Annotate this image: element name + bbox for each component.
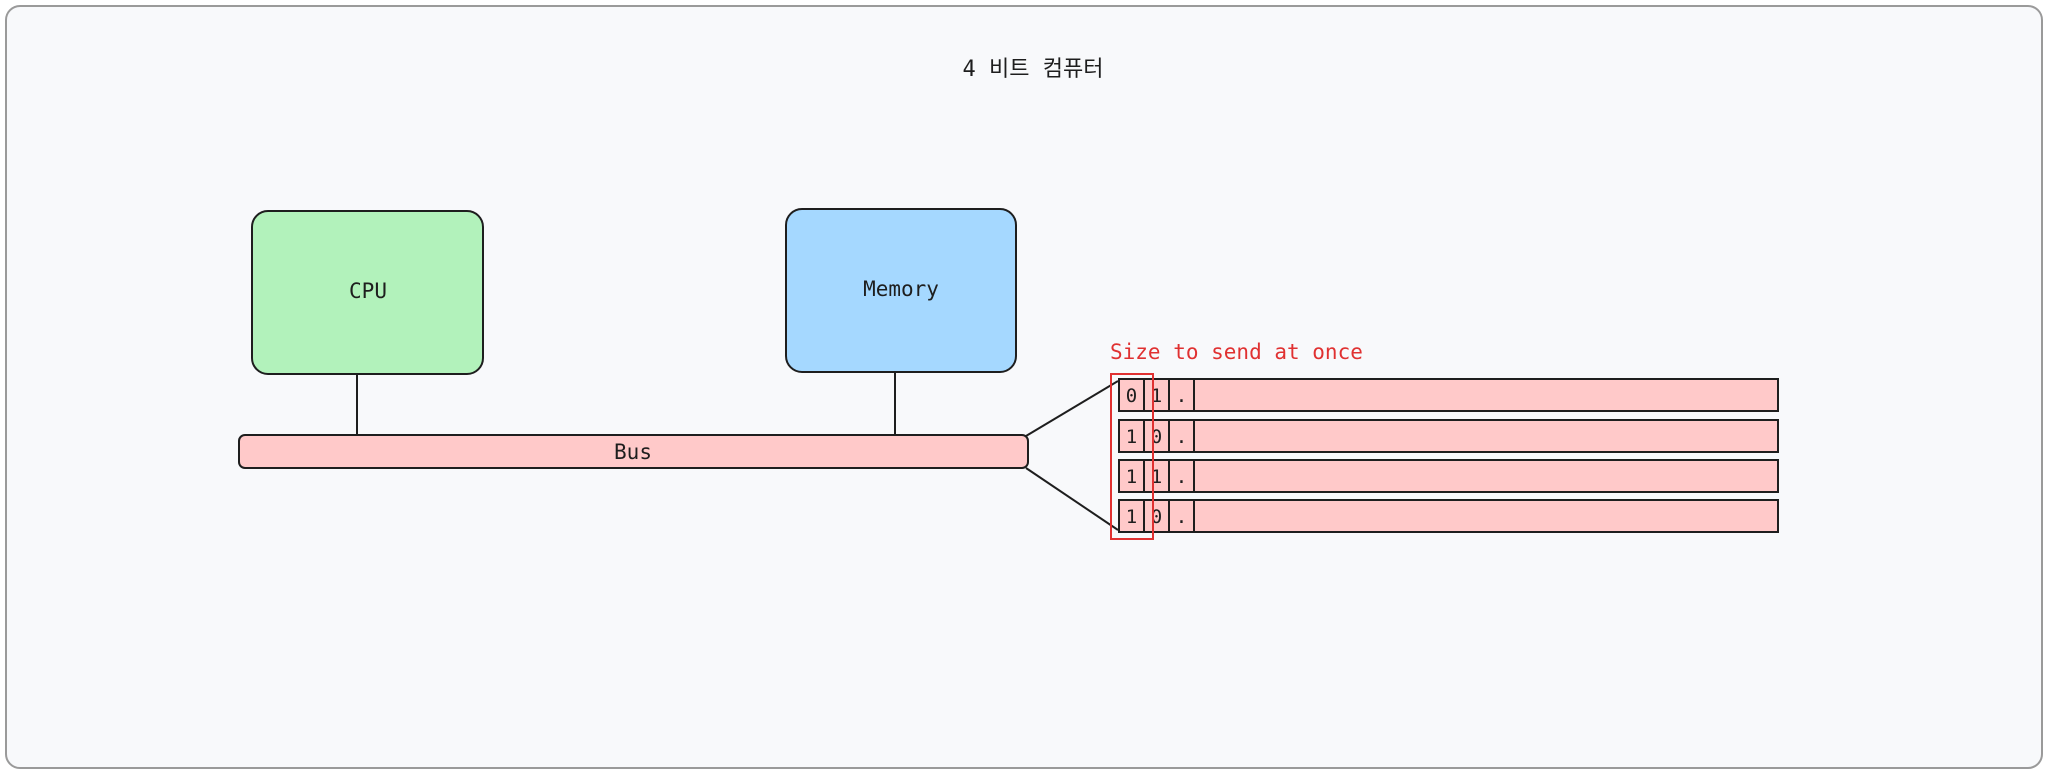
bit-value: . <box>1176 385 1187 407</box>
bit-value: . <box>1176 426 1187 448</box>
cpu-label: CPU <box>349 279 387 303</box>
cpu-box: CPU <box>251 210 484 375</box>
bit-value: . <box>1176 506 1187 528</box>
memory-label: Memory <box>863 277 939 301</box>
cpu-box-shape <box>251 210 484 375</box>
bus-bar: Bus <box>238 434 1029 469</box>
bit-cell <box>1168 459 1195 493</box>
canvas-frame <box>5 5 2043 769</box>
bit-line-bar <box>1118 378 1779 412</box>
bit-value: 1 <box>1151 466 1162 488</box>
bit-cell <box>1168 378 1195 412</box>
memory-box: Memory <box>785 208 1017 373</box>
zoom-line-top <box>1025 380 1119 437</box>
size-annotation: Size to send at once <box>1110 340 1363 364</box>
bit-cell <box>1168 499 1195 533</box>
diagram-title: 4 비트 컴퓨터 <box>963 57 1104 82</box>
memory-box-shape <box>785 208 1017 373</box>
bit-line-bar <box>1118 419 1779 453</box>
bit-value: . <box>1176 466 1187 488</box>
bit-value: 1 <box>1126 506 1137 528</box>
size-highlight-box <box>1110 373 1154 540</box>
bit-value: 0 <box>1151 506 1162 528</box>
bus-label: Bus <box>614 440 652 464</box>
bit-line-bar <box>1118 499 1779 533</box>
bit-value: 0 <box>1126 385 1137 407</box>
bit-value: 1 <box>1151 385 1162 407</box>
zoom-line-bottom <box>1025 467 1119 531</box>
bit-value: 1 <box>1126 466 1137 488</box>
bit-value: 1 <box>1126 426 1137 448</box>
bit-cell <box>1168 419 1195 453</box>
bit-value: 0 <box>1151 426 1162 448</box>
bit-line-bar <box>1118 459 1779 493</box>
bus-bar-shape <box>238 434 1029 469</box>
